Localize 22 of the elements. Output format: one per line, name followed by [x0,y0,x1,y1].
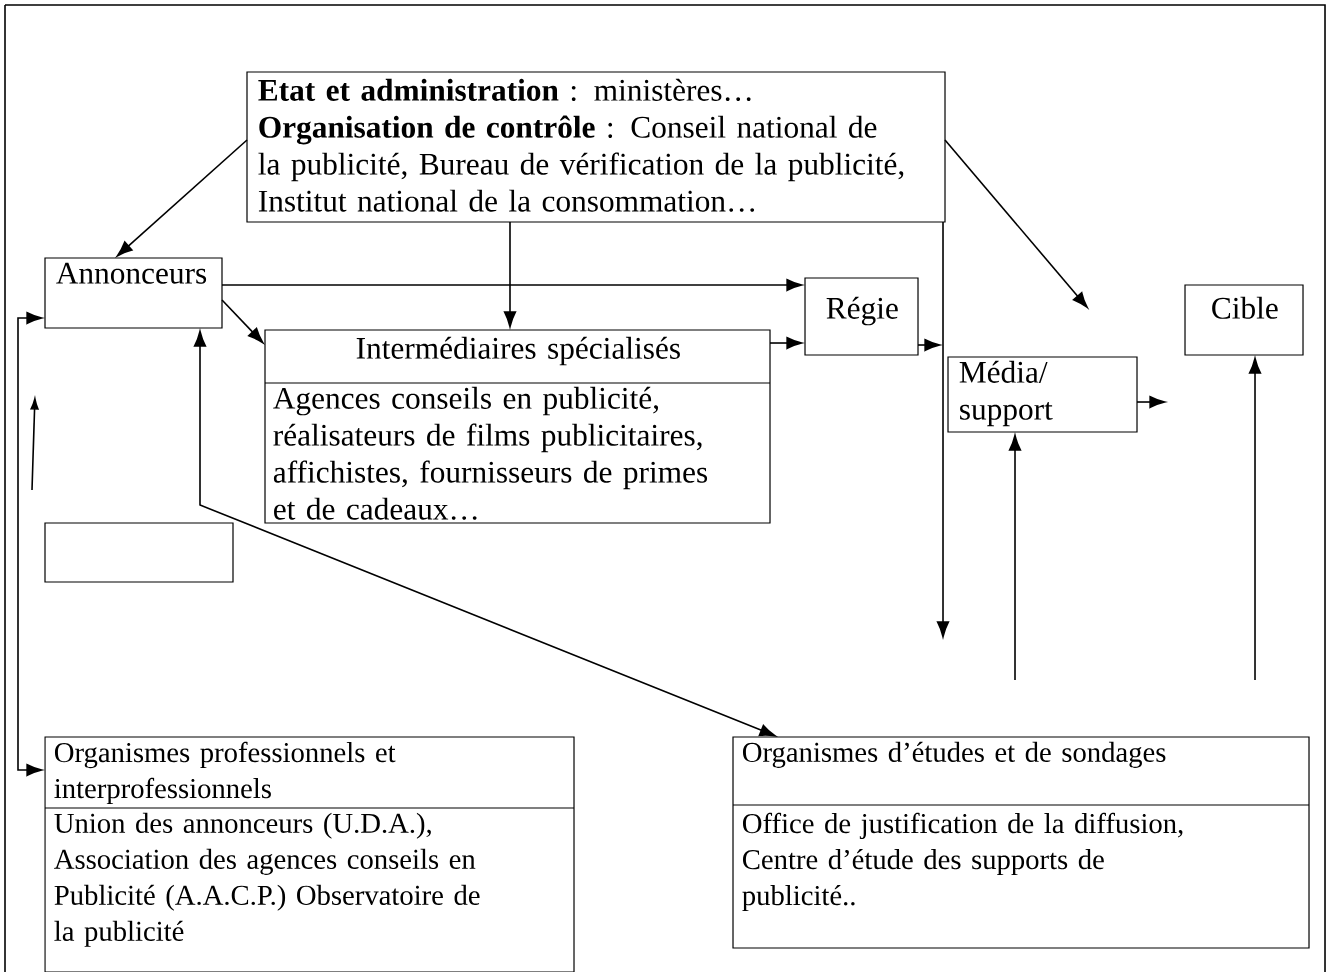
organisation-box: Organismes d’études et de sondages Office de justification de la diffusion, Centre d’étude des supports de publicité.. [732,736,1310,949]
arrow [116,139,248,257]
organisation-box: Organismes professionnels et interprofessionnels Union des annonceurs (U.D.A.), Association des agences conseils en Publicité (A.A.C.P.) Observatoire de la publicité [44,736,575,972]
process-box: Intermédiaires spécialisés Agences conseils en publicité, réalisateurs de films publicitaires, affichistes, fournisseurs de primes et de cadeaux… [264,329,771,524]
process-box: Média/ support [947,356,1138,433]
arrow [1008,434,1022,681]
arrow [1136,395,1166,409]
process-box: Annonceurs [44,257,223,329]
arrow [193,330,776,737]
arrow [503,221,517,328]
arrow [1248,357,1262,681]
process-box: Régie [804,277,919,356]
arrow [221,278,803,292]
arrow [769,336,803,350]
arrow [221,299,264,344]
arrow [917,338,941,352]
arrow [936,221,950,638]
arrow [17,311,43,777]
arrow [944,139,1088,309]
process-box: Cible [1184,284,1304,356]
authority-box: Etat et administration : ministères… Organisation de contrôle : Conseil national de la publicité, Bureau de vérification de la publicité, Institut national de la consommation… [246,71,946,223]
empty-box [44,522,234,583]
